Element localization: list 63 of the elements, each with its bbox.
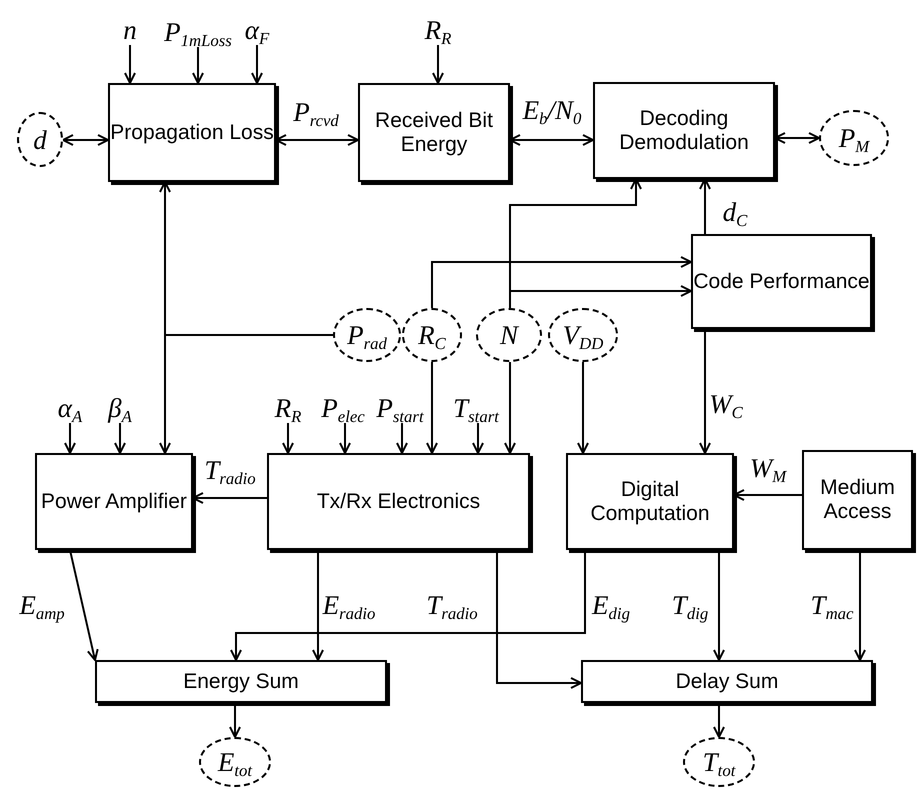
box-label: Power Amplifier xyxy=(41,490,187,514)
arrow xyxy=(230,550,586,661)
variable-symbol: α$_{A}$ xyxy=(58,393,82,423)
variable-symbol: T$_{tot}$ xyxy=(702,747,736,777)
arrow xyxy=(64,423,76,454)
box-label: Decoding Demodulation xyxy=(618,106,750,154)
variable-symbol: β$_{A}$ xyxy=(108,393,132,423)
process-box xyxy=(108,83,276,182)
variable-symbol: α$_{F}$ xyxy=(244,15,270,45)
variable-symbol: P$_{rad}$ xyxy=(347,320,387,350)
variable-symbol: n xyxy=(123,15,137,45)
arrow xyxy=(229,703,241,738)
process-box xyxy=(802,450,913,550)
variable-symbol: N xyxy=(500,320,518,350)
arrow xyxy=(854,550,866,661)
arrow xyxy=(504,362,516,454)
arrow xyxy=(192,47,204,84)
process-box xyxy=(581,660,873,703)
box-label: Medium Access xyxy=(819,476,896,524)
arrow xyxy=(699,329,711,454)
variable-symbol: d xyxy=(33,124,47,154)
box-label: Energy Sum xyxy=(183,670,299,694)
variable-symbol: R$_{R}$ xyxy=(274,393,302,423)
arrow xyxy=(114,423,126,454)
arrow xyxy=(713,703,725,738)
arrow xyxy=(431,256,692,308)
variable-symbol: V$_{DD}$ xyxy=(562,320,604,350)
arrow xyxy=(509,285,692,308)
process-box xyxy=(593,82,775,179)
box-label: Received Bit Energy xyxy=(374,108,494,156)
box-label: Tx/Rx Electronics xyxy=(316,490,480,514)
variable-symbol: P$_{1mLoss}$ xyxy=(164,17,232,47)
arrow xyxy=(577,362,589,454)
process-box xyxy=(35,453,193,550)
process-box xyxy=(267,453,530,550)
arrow xyxy=(432,45,444,84)
arrow xyxy=(396,423,408,454)
process-box xyxy=(566,453,734,550)
arrow xyxy=(713,550,725,661)
arrow xyxy=(472,423,484,454)
arrow xyxy=(282,423,294,454)
process-box xyxy=(358,83,510,182)
arrow xyxy=(159,334,333,454)
process-box xyxy=(95,660,387,703)
box-label: Code Performance xyxy=(693,270,870,294)
variable-symbol: R$_{R}$ xyxy=(424,15,452,45)
arrow xyxy=(339,423,351,454)
box-label: Delay Sum xyxy=(676,670,778,694)
arrow xyxy=(312,550,324,661)
process-box xyxy=(691,234,872,329)
box-label: Digital Computation xyxy=(589,478,711,526)
arrow xyxy=(426,362,438,454)
variable-symbol: E$_{tot}$ xyxy=(218,747,252,777)
arrow xyxy=(251,45,263,84)
arrow xyxy=(62,134,109,146)
arrow xyxy=(124,45,136,84)
variable-symbol: P$_{M}$ xyxy=(838,123,870,153)
variable-symbol: P$_{elec}$ xyxy=(321,393,365,423)
arrow xyxy=(496,550,582,689)
variable-symbol: T$_{start}$ xyxy=(453,393,499,423)
box-label: Propagation Loss xyxy=(110,120,274,144)
variable-symbol: P$_{start}$ xyxy=(376,393,424,423)
variable-symbol: R$_{C}$ xyxy=(418,320,446,350)
